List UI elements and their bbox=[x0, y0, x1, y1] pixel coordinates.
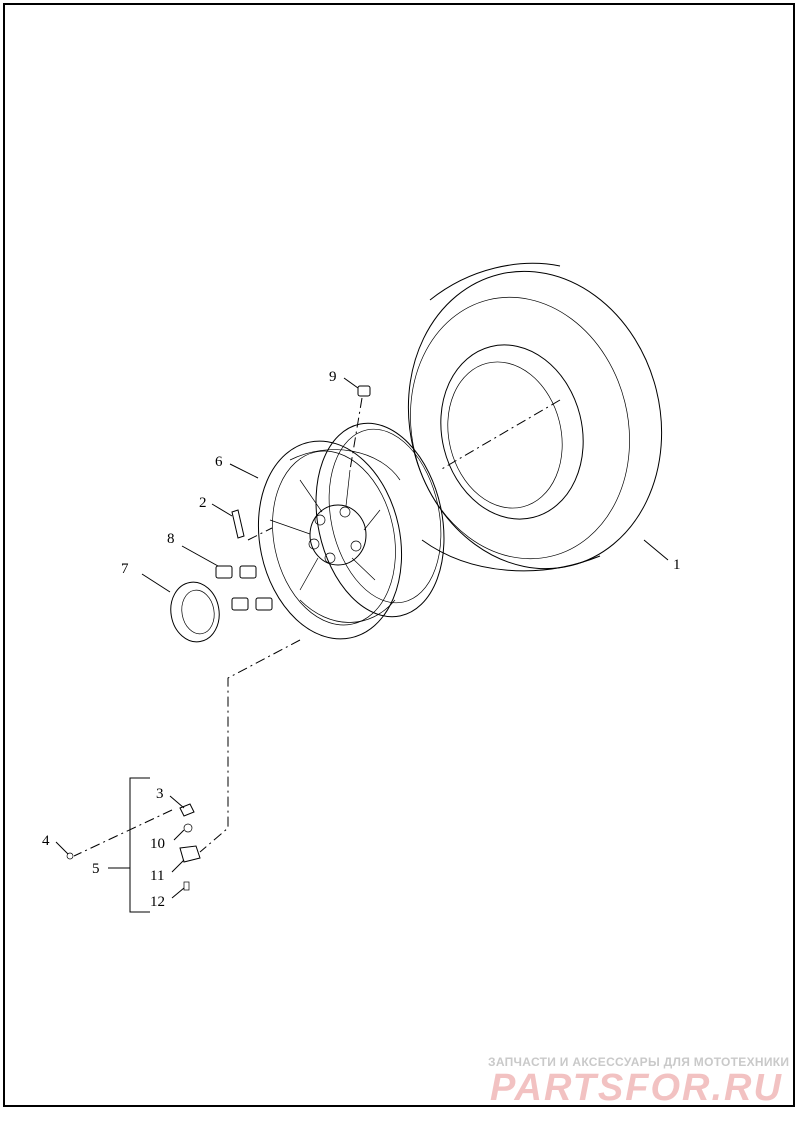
callout-7: 7 bbox=[121, 561, 129, 577]
callout-2: 2 bbox=[199, 495, 207, 511]
group-bracket bbox=[108, 777, 150, 913]
weight-drawing bbox=[231, 509, 245, 539]
callout-11: 11 bbox=[150, 868, 164, 884]
callout-4: 4 bbox=[42, 833, 50, 849]
lug-nuts-drawing bbox=[215, 565, 273, 611]
wheel-drawing bbox=[257, 422, 445, 640]
callout-10: 10 bbox=[150, 836, 165, 852]
leader-lines bbox=[55, 377, 669, 899]
callout-3: 3 bbox=[156, 786, 164, 802]
watermark-brand: PARTSFOR.RU bbox=[490, 1067, 783, 1109]
center-lines bbox=[73, 397, 561, 857]
callout-8: 8 bbox=[167, 531, 175, 547]
tire-drawing bbox=[407, 262, 663, 572]
callout-6: 6 bbox=[215, 454, 223, 470]
callout-1: 1 bbox=[673, 557, 681, 573]
valve-parts-drawing bbox=[66, 803, 201, 891]
watermark-tagline: ЗАПЧАСТИ И АКСЕССУАРЫ ДЛЯ МОТОТЕХНИКИ bbox=[488, 1055, 789, 1069]
diagram-border bbox=[3, 3, 795, 1107]
callout-9: 9 bbox=[329, 369, 337, 385]
ring-drawing bbox=[170, 581, 220, 643]
callout-12: 12 bbox=[150, 894, 165, 910]
valve-cap-drawing bbox=[357, 385, 371, 397]
callout-5: 5 bbox=[92, 861, 100, 877]
